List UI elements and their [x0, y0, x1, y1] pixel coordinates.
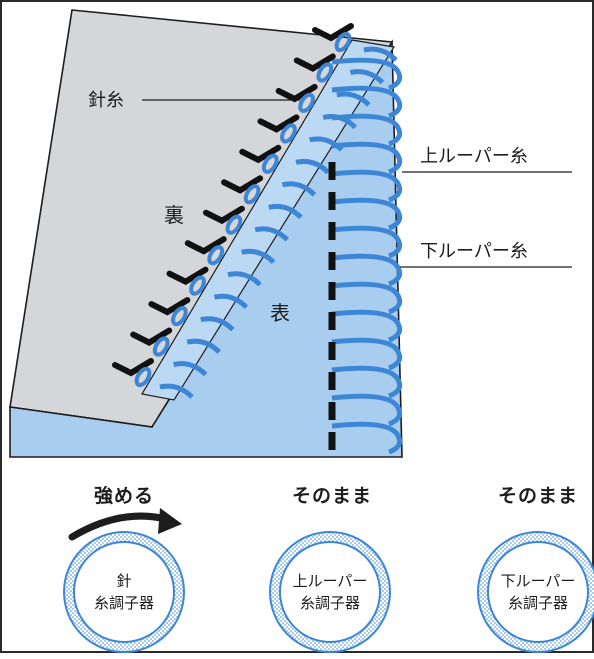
lower-looper-label: 下ルーパー糸	[420, 241, 528, 262]
back-side-label: 裏	[164, 203, 184, 227]
needle-thread-stitch	[148, 297, 191, 316]
lower-looper-stitch	[331, 113, 403, 147]
upper-looper-stitch	[281, 181, 317, 197]
upper-looper-dial-line1: 上ルーパー	[293, 572, 368, 590]
needle-thread-loop	[134, 366, 152, 388]
needle-thread-stitch	[257, 114, 300, 133]
needle-thread-label: 針糸	[88, 90, 124, 111]
needle-thread-stitch	[184, 236, 227, 255]
lower-looper-stitch	[331, 309, 403, 343]
needle-thread-loop	[243, 184, 261, 205]
lower-looper-dial-line2: 糸調子器	[508, 594, 568, 612]
lower-looper-dial-face	[487, 541, 589, 643]
needle-dial-line1: 針	[116, 572, 131, 590]
lower-looper-stitch	[331, 365, 403, 399]
upper-looper-stitch	[186, 338, 221, 354]
needle-thread-stitch	[130, 327, 173, 346]
lower-looper-stitch	[331, 57, 403, 91]
needle-thread-loop	[334, 31, 352, 53]
needle-thread-loop	[189, 275, 206, 296]
lower-looper-stitch	[331, 393, 403, 427]
needle-thread-loop	[298, 92, 316, 113]
needle-thread-stitch	[239, 144, 282, 164]
upper-looper-stitch	[213, 293, 249, 309]
needle-thread-loop	[280, 123, 297, 144]
upper-looper-stitch	[349, 69, 385, 85]
needle-thread-stitch	[275, 83, 318, 103]
lower-looper-tension-dial-group: そのまま 下ルーパー 糸調子器	[477, 485, 594, 653]
needle-thread-stitch	[293, 53, 336, 72]
upper-looper-stitch	[159, 383, 194, 399]
needle-thread-loop	[225, 214, 243, 235]
lower-looper-stitch	[331, 281, 403, 315]
needle-tension-dial-group: 強める 針 糸調子器	[63, 485, 185, 653]
needle-thread-stitch	[202, 205, 245, 225]
lower-looper-dial-action: そのまま	[498, 485, 578, 507]
needle-dial-face	[73, 541, 175, 643]
lower-looper-stitch	[331, 421, 403, 455]
lower-looper-stitch	[331, 169, 403, 203]
upper-looper-stitch	[363, 46, 398, 62]
fabric-edge-strip	[141, 39, 395, 401]
needle-thread-loop	[261, 153, 279, 174]
upper-looper-thread	[159, 46, 398, 399]
lower-looper-stitch	[331, 141, 403, 175]
lower-looper-dial-line1: 下ルーパー	[501, 572, 576, 590]
upper-looper-dial-line2: 糸調子器	[300, 594, 360, 612]
upper-looper-stitch	[173, 361, 208, 377]
needle-thread-stitch	[221, 175, 264, 194]
lower-looper-thread	[331, 57, 403, 455]
needle-thread-stitch	[312, 23, 354, 42]
needle-thread-stitch	[112, 358, 154, 377]
lower-looper-stitch	[331, 225, 403, 259]
needle-dial-line2: 糸調子器	[94, 594, 154, 612]
upper-looper-dial-action: そのまま	[292, 485, 372, 507]
upper-looper-dial-face	[279, 541, 381, 643]
lower-looper-stitch	[331, 85, 403, 119]
needle-thread-loop	[316, 62, 334, 83]
upper-looper-stitch	[241, 248, 276, 265]
upper-looper-tension-dial-group: そのまま 上ルーパー 糸調子器	[269, 485, 391, 653]
lower-looper-stitch	[331, 337, 403, 371]
needle-thread-loop	[207, 245, 225, 266]
upper-looper-stitch	[254, 226, 289, 242]
needle-dial-action: 強める	[94, 485, 154, 507]
upper-looper-stitch	[227, 271, 262, 287]
upper-looper-label: 上ルーパー糸	[420, 146, 528, 167]
upper-looper-stitch	[200, 316, 235, 332]
front-side-label: 表	[270, 301, 290, 325]
needle-thread-loop	[152, 336, 170, 357]
lower-looper-stitch	[331, 253, 403, 287]
tighten-arrowhead-icon	[158, 508, 182, 534]
needle-thread-loop	[170, 306, 188, 327]
needle-thread-chain	[112, 23, 354, 388]
upper-looper-stitch	[268, 203, 303, 220]
needle-thread-stitch	[166, 266, 209, 286]
upper-looper-stitch	[336, 91, 371, 107]
upper-looper-stitch	[295, 158, 330, 175]
lower-looper-stitch	[331, 197, 403, 231]
